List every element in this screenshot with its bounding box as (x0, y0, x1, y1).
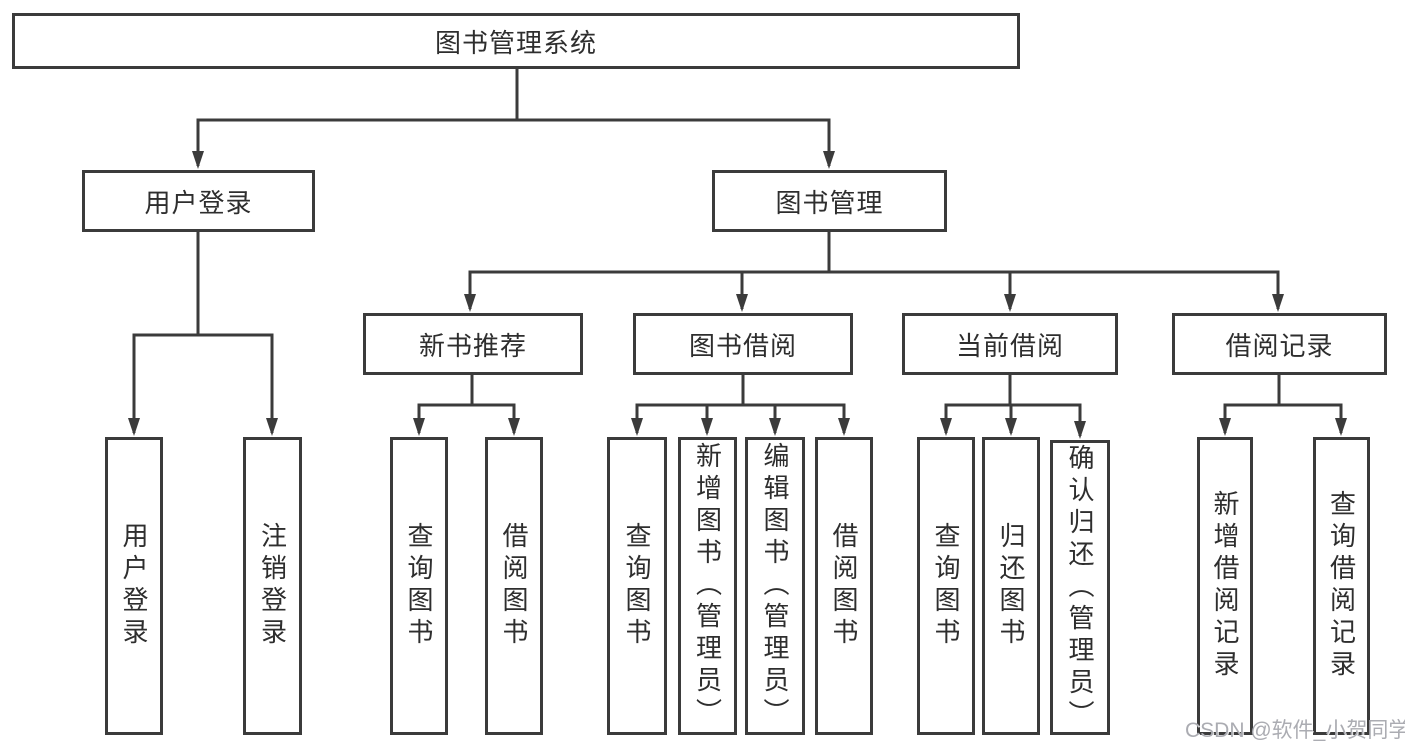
edge-bookborrow-to-leaves (631, 374, 850, 436)
node-borrow-records-label: 借阅记录 (1225, 330, 1334, 361)
node-book-management-label: 图书管理 (775, 187, 884, 218)
edge-borrowrecords-to-leaves (1219, 374, 1347, 436)
node-book-borrow: 图书借阅 (633, 313, 853, 375)
node-leaf-borrow-books: 借阅图书 (815, 437, 873, 735)
node-root-library-system: 图书管理系统 (12, 13, 1020, 69)
node-leaf-borrow-books-recommend: 借阅图书 (485, 437, 543, 735)
node-leaf-borrow-books-recommend-label: 借阅图书 (499, 522, 529, 650)
node-leaf-query-borrow-record-label: 查询借阅记录 (1326, 490, 1357, 682)
node-current-borrow: 当前借阅 (902, 313, 1118, 375)
node-leaf-query-borrow-record: 查询借阅记录 (1313, 437, 1370, 735)
node-leaf-confirm-return-admin-label: 确认归还（管理员） (1065, 443, 1095, 732)
node-leaf-logout: 注销登录 (243, 437, 302, 735)
node-leaf-query-books-recommend: 查询图书 (390, 437, 448, 735)
node-leaf-add-borrow-record: 新增借阅记录 (1197, 437, 1253, 735)
edge-root-to-level2 (192, 66, 835, 169)
node-leaf-user-login-label: 用户登录 (119, 522, 149, 650)
node-leaf-confirm-return-admin: 确认归还（管理员） (1050, 440, 1110, 735)
node-leaf-add-borrow-record-label: 新增借阅记录 (1210, 490, 1240, 682)
node-leaf-borrow-books-label: 借阅图书 (829, 522, 859, 650)
node-leaf-edit-books-admin-label: 编辑图书（管理员） (760, 442, 790, 730)
node-leaf-query-books-borrow-label: 查询图书 (622, 522, 652, 650)
node-leaf-query-books-recommend-label: 查询图书 (404, 522, 434, 650)
node-user-login-label: 用户登录 (144, 187, 253, 218)
node-book-management: 图书管理 (712, 170, 947, 232)
node-leaf-add-books-admin: 新增图书（管理员） (678, 437, 737, 735)
node-leaf-query-books-current: 查询图书 (917, 437, 975, 735)
node-leaf-logout-label: 注销登录 (257, 522, 288, 650)
node-new-book-recommend: 新书推荐 (363, 313, 583, 375)
node-leaf-return-books-label: 归还图书 (996, 522, 1026, 650)
edge-bookmgmt-to-level3 (464, 231, 1284, 312)
node-new-book-recommend-label: 新书推荐 (418, 330, 527, 361)
node-borrow-records: 借阅记录 (1172, 313, 1387, 375)
node-leaf-query-books-current-label: 查询图书 (931, 522, 961, 650)
node-leaf-user-login: 用户登录 (105, 437, 163, 735)
edge-userlogin-to-leaves (128, 231, 278, 436)
node-leaf-query-books-borrow: 查询图书 (607, 437, 667, 735)
edge-newbook-to-leaves (413, 374, 520, 436)
node-root-label: 图书管理系统 (434, 27, 597, 58)
node-book-borrow-label: 图书借阅 (688, 330, 797, 361)
node-current-borrow-label: 当前借阅 (955, 330, 1064, 361)
node-leaf-return-books: 归还图书 (982, 437, 1040, 735)
node-leaf-add-books-admin-label: 新增图书（管理员） (692, 442, 723, 730)
edge-currentborrow-to-leaves (940, 374, 1086, 439)
node-leaf-edit-books-admin: 编辑图书（管理员） (745, 437, 805, 735)
csdn-watermark: CSDN @软件_小贺同学 (1185, 719, 1405, 742)
node-user-login: 用户登录 (82, 170, 315, 232)
